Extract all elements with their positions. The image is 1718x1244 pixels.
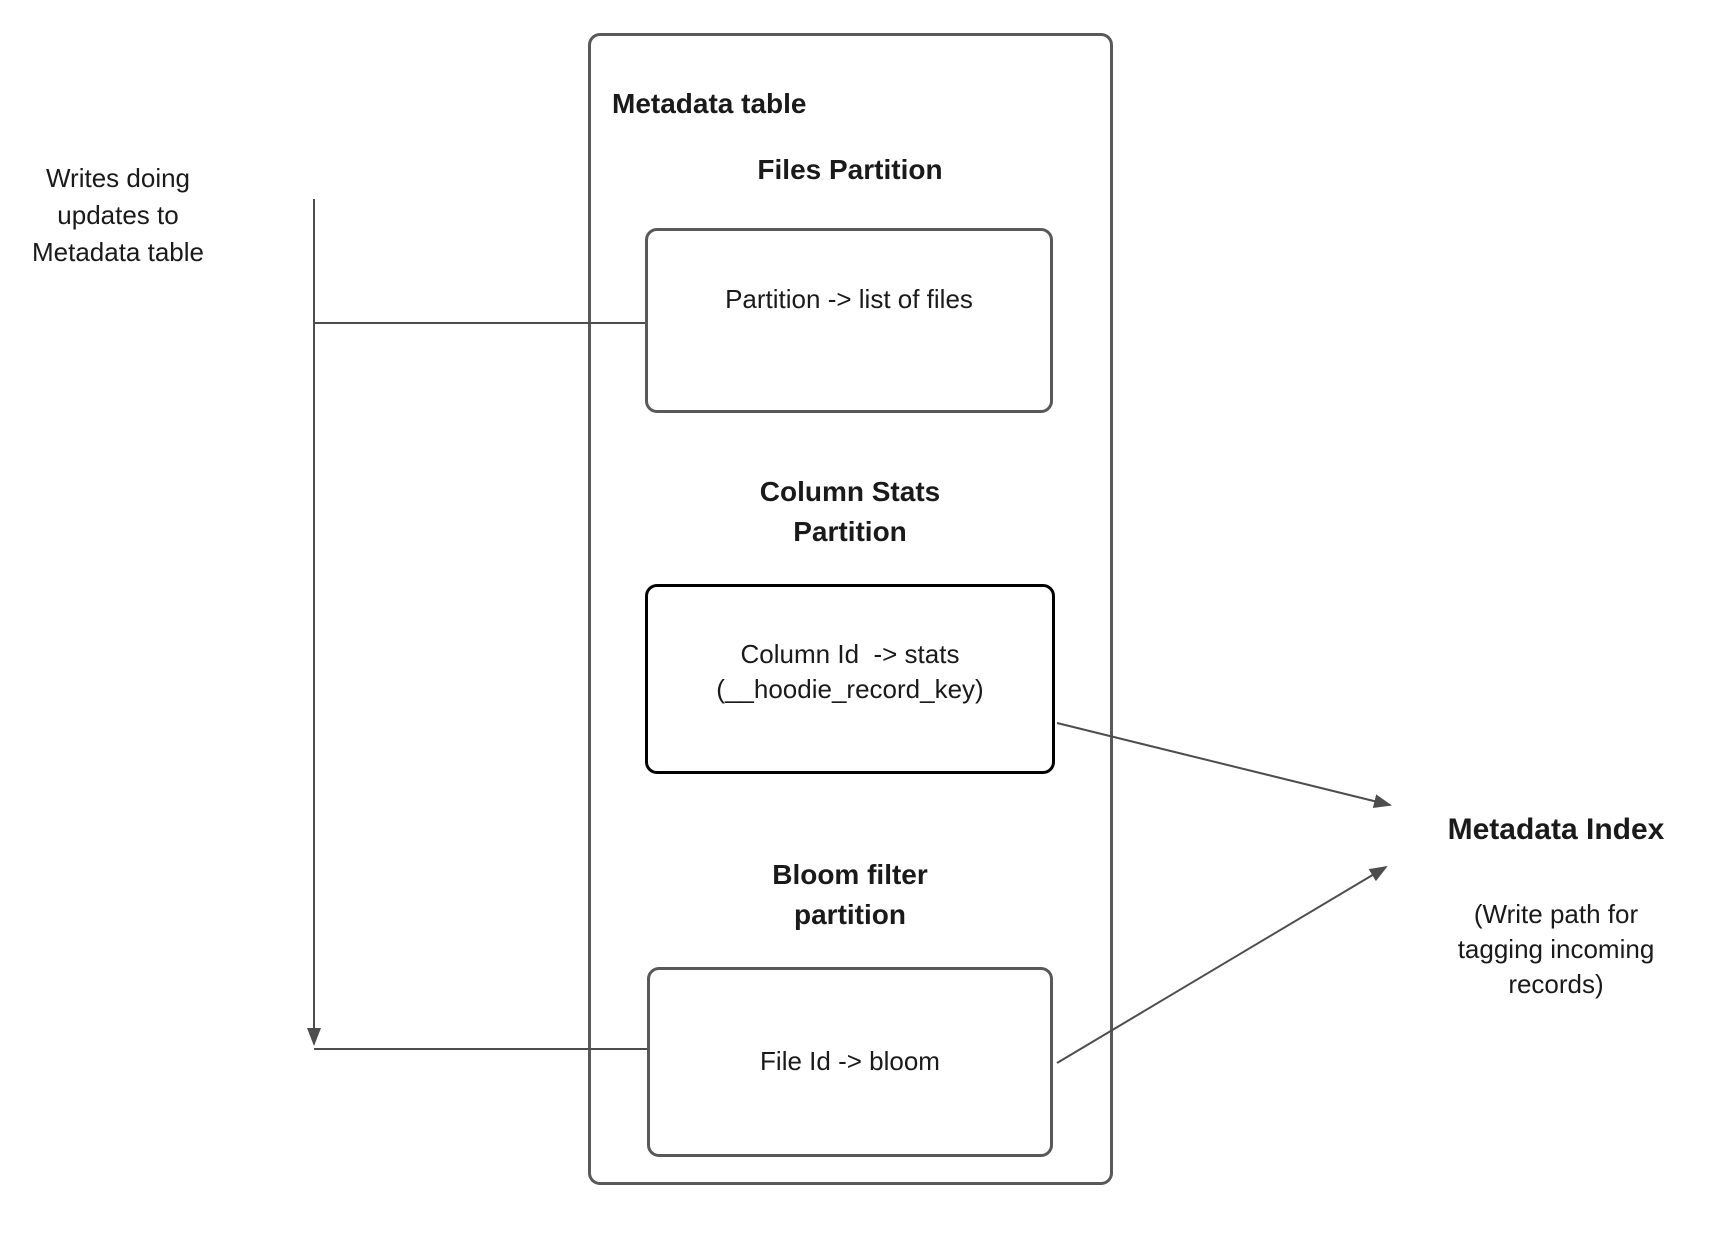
bloom-to-index-arrow	[1056, 865, 1388, 1064]
metadata-table-title: Metadata table	[612, 88, 807, 119]
column-stats-partition-body: Column Id -> stats (__hoodie_record_key)	[716, 638, 984, 704]
files-partition-body: Partition -> list of files	[725, 283, 973, 314]
metadata-index-subtitle: (Write path for tagging incoming records…	[1457, 899, 1655, 1000]
bloom-filter-partition-body: File Id -> bloom	[760, 1046, 940, 1077]
bloom-filter-partition-box: File Id -> bloom	[647, 967, 1053, 1157]
metadata-index-title: Metadata Index	[1447, 813, 1665, 846]
column-stats-to-index-arrow	[1056, 722, 1392, 808]
writes-note: Writes doing updates to Metadata table	[31, 163, 204, 267]
metadata-table-box	[588, 33, 1113, 1185]
files-partition-heading: Files Partition	[757, 154, 943, 185]
column-stats-partition-box: Column Id -> stats (__hoodie_record_key)	[645, 584, 1055, 774]
files-partition-box: Partition -> list of files	[645, 228, 1053, 413]
column-stats-partition-heading: Column Stats Partition	[759, 476, 941, 547]
bloom-filter-partition-heading: Bloom filter partition	[772, 859, 928, 930]
